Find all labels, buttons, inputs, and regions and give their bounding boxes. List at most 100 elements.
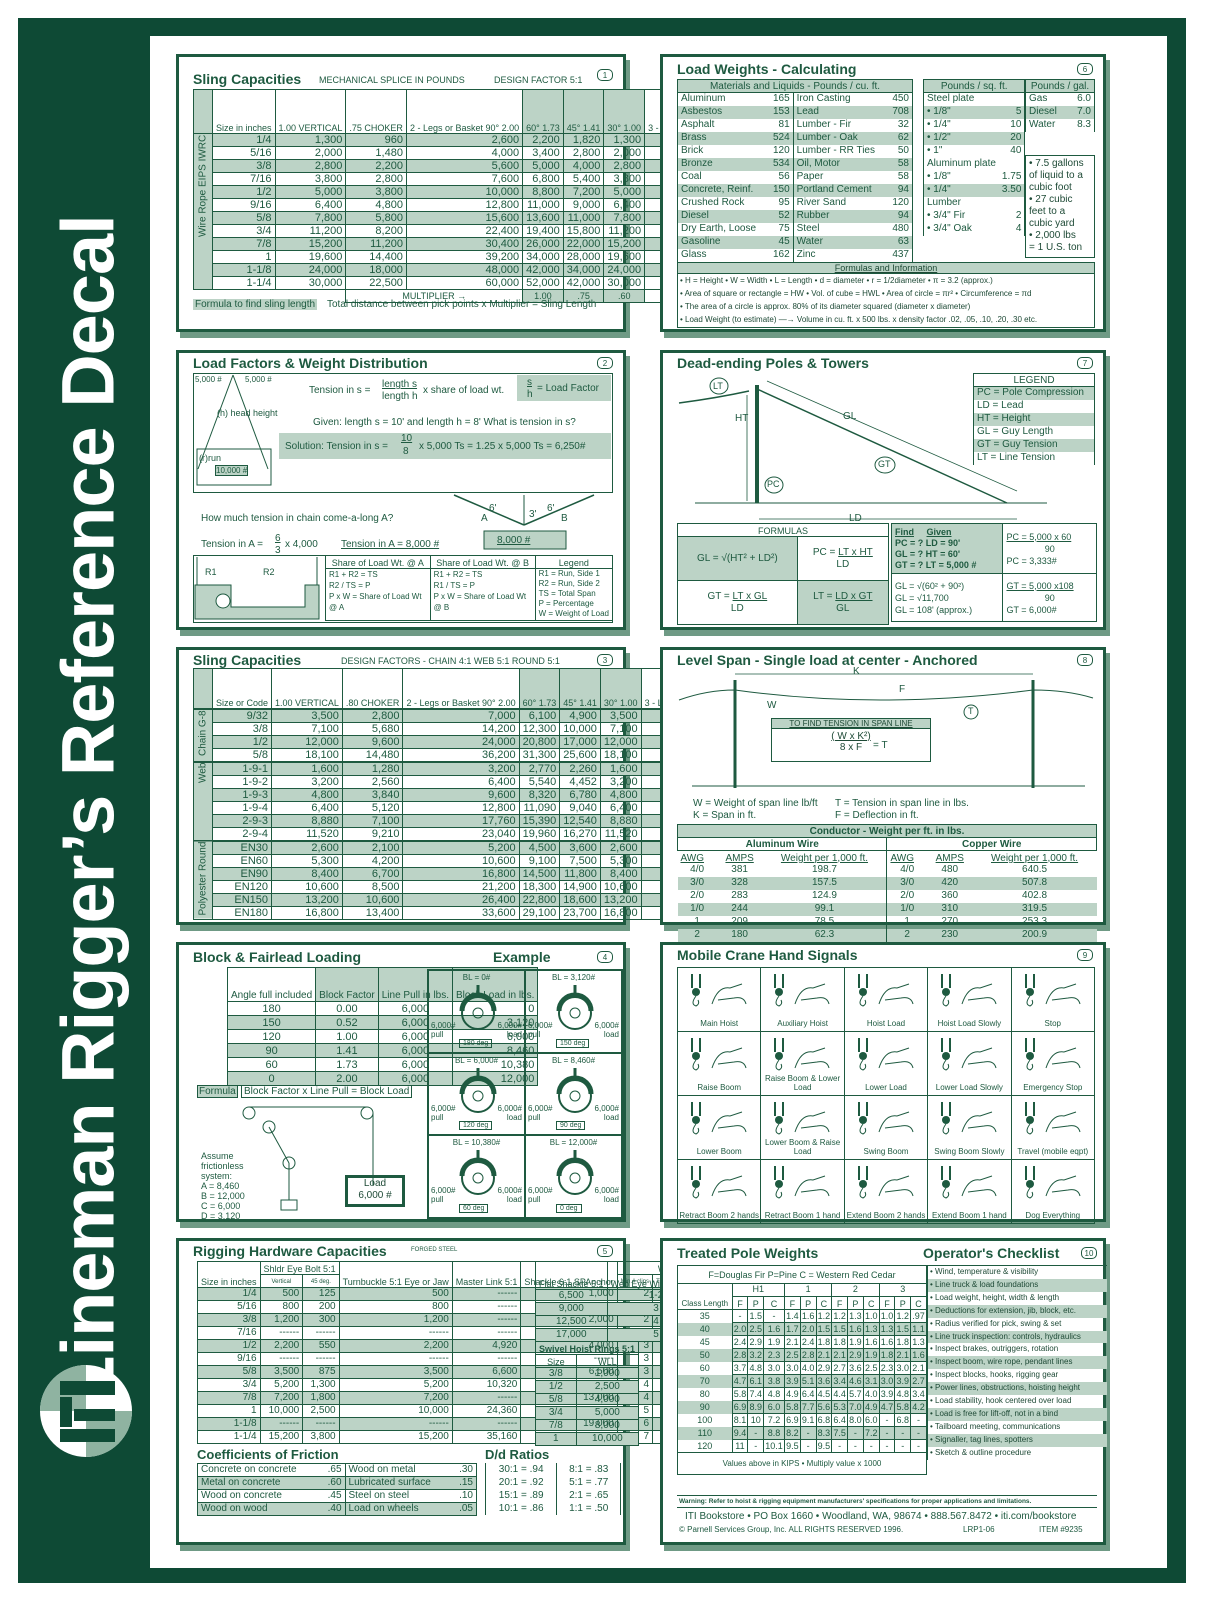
table-cell: 1-9-1 <box>211 760 273 776</box>
material-name: Iron Casting <box>796 93 851 105</box>
table-cell: 2.5 <box>862 1361 880 1375</box>
fraction-bottom: length h <box>382 391 418 402</box>
table-cell: 11,000 <box>562 211 605 225</box>
plate-name: • 3/4" Oak <box>922 222 999 236</box>
table-cell: Steel on steel <box>344 1489 452 1503</box>
table-cell: 6.8 <box>815 1413 833 1427</box>
table-cell: 4.8 <box>894 1387 912 1401</box>
crane-hook-hand-icon <box>1024 1038 1081 1071</box>
material-weight: 437 <box>886 248 913 262</box>
table-cell: 1.73 <box>315 1057 379 1072</box>
table-cell: .60 <box>320 1476 346 1490</box>
block-load-value: BL = 12,000# <box>549 1138 598 1148</box>
panel-sling-capacities-wire-rope: Sling Capacities MECHANICAL SPLICE IN PO… <box>176 54 855 332</box>
table-cell: 4/0 <box>690 864 705 875</box>
table-row: • 1/8"5 <box>922 105 1026 119</box>
table-cell: 1-9-3 <box>211 787 273 802</box>
column-header: Shldr Eye Bolt 5:1 <box>259 1261 340 1275</box>
table-cell: ------ <box>302 1326 340 1340</box>
crane-hook-hand-icon <box>857 974 914 1007</box>
table-cell: 3,120 <box>452 1015 539 1030</box>
table-cell: 1 <box>535 1432 577 1446</box>
table-cell: 18,100 <box>599 747 642 762</box>
table-cell: 3.8 <box>763 1374 785 1388</box>
table-cell: 4,920 <box>451 1339 522 1353</box>
span-diagram <box>678 673 1094 788</box>
table-cell: 2/0 <box>690 890 705 901</box>
table-cell: 6.0 <box>862 1413 880 1427</box>
formulas-title: Formulas and Information <box>678 263 1094 274</box>
copyright: © Parnell Services Group, Inc. ALL RIGHT… <box>679 1525 904 1534</box>
table-cell: 4,200 <box>341 853 404 868</box>
table-cell: 6,600 <box>451 1365 522 1379</box>
table-cell: 24,000 <box>402 734 520 749</box>
assumption-line: frictionless <box>201 1161 244 1171</box>
material-weight: 94 <box>886 209 913 223</box>
crane-hook-hand-icon <box>941 1102 997 1135</box>
table-cell: - <box>731 1309 749 1323</box>
table-cell: 480 <box>941 864 959 875</box>
table-cell: 18,600 <box>559 892 601 907</box>
table-cell: 2.0 <box>731 1322 749 1336</box>
angle-label: 0 deg <box>556 1203 582 1213</box>
species-key: F=Douglas Fir P=Pine C = Western Red Ced… <box>677 1265 927 1284</box>
table-cell: 5/16 <box>197 1300 261 1314</box>
table-cell: 420 <box>926 876 973 890</box>
checklist-item: • Wind, temperature & visibility <box>927 1266 1107 1279</box>
crane-hook-hand-icon <box>691 1102 747 1135</box>
table-cell: 3,500 <box>338 1365 453 1379</box>
panel-number: 7 <box>1077 357 1093 369</box>
column-header: Block Factor <box>315 967 379 1002</box>
solution-fraction-bottom: 8 <box>403 446 409 457</box>
material-name: Lead <box>793 105 887 119</box>
hand-signal: Lower Load <box>843 1031 929 1096</box>
table-cell: 5.6 <box>815 1400 833 1414</box>
table-cell: 3.0 <box>878 1374 896 1388</box>
table-cell: 3,800 <box>274 172 347 186</box>
column-header: WLL <box>575 1354 640 1368</box>
table-cell: 90 <box>677 1400 733 1414</box>
multiplier-value: .60 <box>603 289 646 303</box>
checklist-item: • Radius verified for pick, swing & set <box>927 1317 1107 1331</box>
table-cell: 3,200 <box>402 760 520 776</box>
table-cell: 7,200 <box>259 1391 304 1405</box>
class-length-header: Class Length <box>677 1283 733 1310</box>
table-cell: 7.7 <box>799 1400 817 1414</box>
table-cell: 5,600 <box>405 159 524 173</box>
panel-load-factors: Load Factors & Weight Distribution 2 5,0… <box>176 350 626 630</box>
table-cell: 2.1 <box>894 1348 912 1362</box>
checklist-item: • Inspect boom, wire rope, pendant lines <box>927 1356 1107 1370</box>
lt-label: LT <box>713 381 723 391</box>
table-cell: - <box>878 1426 896 1440</box>
table-cell: 1.6 <box>847 1322 864 1336</box>
table-cell: 8,500 <box>341 879 404 894</box>
block-load-value: BL = 10,380# <box>452 1138 501 1148</box>
table-cell: 2.1 <box>783 1335 801 1349</box>
panel-number: 10 <box>1081 1247 1097 1259</box>
definition: W = Weight of span line lb/ft <box>693 798 818 809</box>
signal-label: Auxiliary Hoist <box>777 1019 828 1028</box>
load-label: 6,000# load <box>594 1103 619 1122</box>
table-cell: 120 <box>677 1439 733 1453</box>
sheave-icon <box>459 1150 497 1196</box>
table-cell: 30,400 <box>405 237 524 251</box>
material-name: Glass <box>676 248 768 262</box>
table-cell: 1.3 <box>910 1335 927 1349</box>
table-cell: 5,000 <box>603 185 646 199</box>
species-header: F <box>831 1296 849 1310</box>
plate-weight: 20 <box>998 131 1026 145</box>
table-cell: 12,300 <box>518 721 561 736</box>
table-cell: Wood on wood <box>197 1502 321 1516</box>
table-cell: 13,600 <box>522 211 564 225</box>
table-cell: 640.5 <box>1022 864 1048 875</box>
liquid-weight: 6.0 <box>1068 92 1095 106</box>
example-title: Example <box>493 949 551 965</box>
